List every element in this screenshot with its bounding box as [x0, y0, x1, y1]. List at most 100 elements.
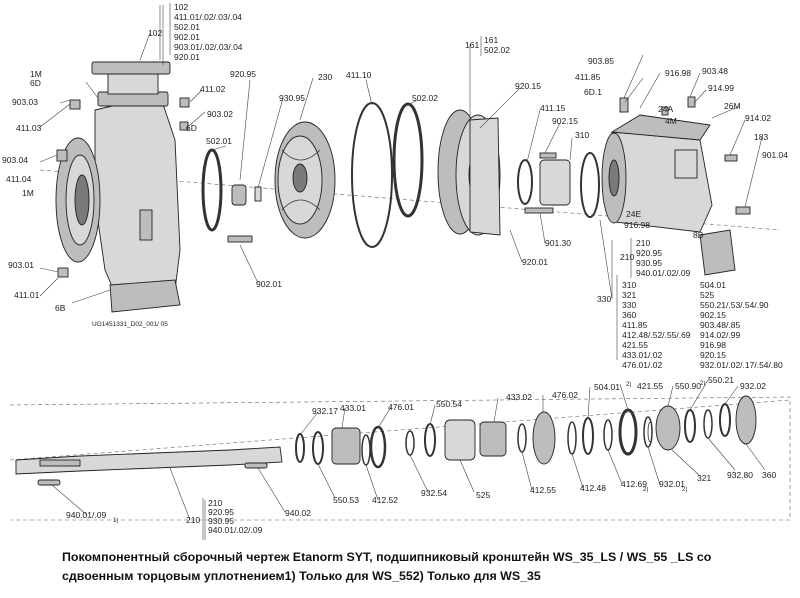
svg-text:102: 102	[174, 2, 188, 12]
svg-text:411.85: 411.85	[622, 320, 648, 330]
svg-text:914.02/.99: 914.02/.99	[700, 330, 740, 340]
o-ring-411-15	[517, 159, 533, 205]
impeller	[274, 121, 336, 239]
ring-412-52	[361, 434, 371, 466]
casing-cover	[437, 109, 501, 236]
gasket-502-02	[392, 102, 424, 218]
bearing-321	[655, 405, 681, 451]
cover-421-55	[618, 408, 638, 456]
label-476-01: 476.01	[388, 402, 414, 412]
label-411-04: 411.04	[6, 174, 32, 184]
washer	[254, 186, 262, 202]
label-210-top: 210	[620, 252, 634, 262]
label-411-15: 411.15	[540, 103, 566, 113]
svg-text:161: 161	[484, 35, 498, 45]
svg-text:902.15: 902.15	[700, 310, 726, 320]
svg-text:920.15: 920.15	[700, 350, 726, 360]
label-411-01: 411.01	[14, 290, 40, 300]
label-903-01: 903.01	[8, 260, 34, 270]
label-102: 102	[148, 28, 162, 38]
parts-list-102: 102 411.01/.02/.03/.04 502.01 902.01 903…	[174, 2, 243, 62]
label-940-02: 940.02	[285, 508, 311, 518]
label-6D1: 6D.1	[584, 87, 602, 97]
label-550-90: 550.90	[675, 381, 701, 391]
bearing-bracket	[601, 96, 713, 233]
label-6D-top: 6D	[30, 78, 41, 88]
ring-502-01	[201, 148, 223, 232]
label-940-01: 940.01/.09	[66, 510, 106, 520]
label-932-80: 932.80	[727, 470, 753, 480]
label-903-04: 903.04	[2, 155, 28, 165]
label-901-30: 901.30	[545, 238, 571, 248]
svg-text:210: 210	[208, 498, 222, 508]
svg-text:525: 525	[700, 290, 714, 300]
key-940-01	[37, 479, 61, 486]
casing-plugs	[56, 97, 190, 278]
label-412-48: 412.48	[580, 483, 606, 493]
label-8B: 8B	[693, 230, 704, 240]
stud	[227, 235, 253, 243]
svg-text:920.95: 920.95	[208, 507, 234, 517]
label-161: 161	[465, 40, 479, 50]
label-321: 321	[697, 473, 711, 483]
svg-text:310: 310	[622, 280, 636, 290]
label-502-01: 502.01	[206, 136, 232, 146]
svg-text:421.55: 421.55	[622, 340, 648, 350]
sleeve-525	[444, 419, 476, 461]
svg-text:916.98: 916.98	[700, 340, 726, 350]
label-920-01: 920.01	[522, 257, 548, 267]
label-916-98-b: 916.98	[624, 220, 650, 230]
ring-550-53	[312, 431, 324, 465]
parts-list-330-right: 504.01 525 550.21/.53/.54/.90 902.15 903…	[700, 280, 783, 370]
svg-text:476.01/.02: 476.01/.02	[622, 360, 662, 370]
svg-text:920.95: 920.95	[636, 248, 662, 258]
seal-433-01	[331, 427, 361, 465]
ring-310	[580, 152, 600, 218]
leader-lines	[39, 5, 766, 540]
stud-902-15	[539, 152, 557, 159]
label-411-02: 411.02	[200, 84, 226, 94]
svg-text:321: 321	[622, 290, 636, 300]
label-916-98: 916.98	[665, 68, 691, 78]
svg-text:930.95: 930.95	[208, 516, 234, 526]
svg-text:210: 210	[636, 238, 650, 248]
gasket-411-10	[351, 102, 393, 248]
svg-text:502.01: 502.01	[174, 22, 200, 32]
key-940-02	[244, 462, 268, 469]
seal-housing-310	[539, 159, 571, 206]
svg-text:502.02: 502.02	[484, 45, 510, 55]
svg-text:902.01: 902.01	[174, 32, 200, 42]
label-550-53: 550.53	[333, 495, 359, 505]
svg-text:920.01: 920.01	[174, 52, 200, 62]
label-932-02: 932.02	[740, 381, 766, 391]
sup-940-01: 1)	[113, 518, 118, 524]
label-476-02: 476.02	[552, 390, 578, 400]
label-914-99: 914.99	[708, 83, 734, 93]
screw-901-30	[524, 207, 554, 214]
ring-476-01	[369, 425, 387, 469]
bracket-foot	[699, 229, 736, 276]
list-brackets	[202, 36, 632, 540]
ring-550-21	[684, 409, 696, 443]
label-24E: 24E	[626, 209, 641, 219]
label-914-02: 914.02	[745, 113, 771, 123]
parts-list-330-left: 310 321 330 360 411.85 412.48/.52/.55/.6…	[622, 280, 691, 370]
svg-text:550.21/.53/.54/.90: 550.21/.53/.54/.90	[700, 300, 769, 310]
svg-text:330: 330	[622, 300, 636, 310]
sup-932-01: 2)	[682, 487, 687, 493]
figure-caption: Покомпонентный сборочный чертеж Etanorm …	[62, 550, 712, 583]
label-210-bot: 210	[186, 515, 200, 525]
parts-list-210-top: 210 920.95 930.95 940.01/.02/.09	[636, 238, 691, 278]
parts-list-210-bottom: 210 920.95 930.95 940.01/.02/.09	[208, 498, 263, 535]
ring-504-01	[582, 417, 594, 455]
ring-550-54	[424, 423, 436, 457]
label-6B: 6B	[55, 303, 66, 313]
label-360: 360	[762, 470, 776, 480]
label-1M-top: 1M	[30, 69, 42, 79]
label-26M: 26M	[724, 101, 741, 111]
label-4M: 4M	[665, 116, 677, 126]
seal-433-02	[479, 421, 507, 457]
label-932-54: 932.54	[421, 488, 447, 498]
label-230: 230	[318, 72, 332, 82]
shaft	[15, 446, 283, 475]
